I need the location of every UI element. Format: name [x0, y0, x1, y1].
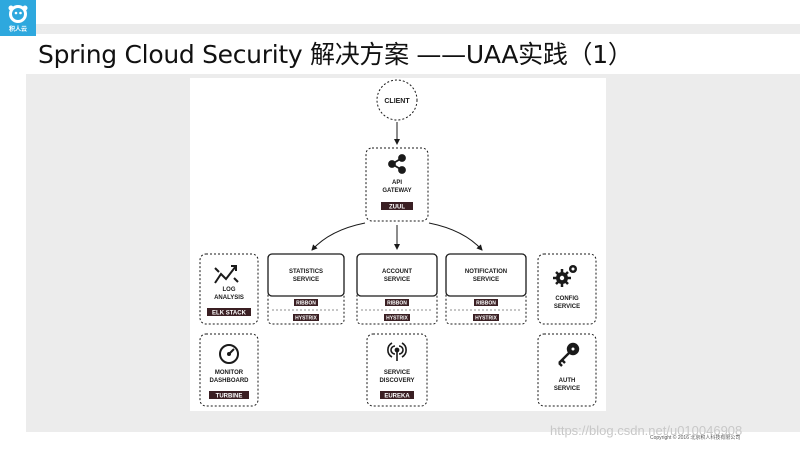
account-label-line2: SERVICE: [384, 277, 410, 283]
notification-label-line2: SERVICE: [473, 277, 499, 283]
monitor-label-line2: DASHBOARD: [210, 378, 250, 384]
gateway-tag: ZUUL: [389, 205, 405, 211]
statistics-service-node: STATISTICS SERVICE RIBBON HYSTRIX: [267, 253, 345, 325]
config-service-node: CONFIG SERVICE: [537, 253, 597, 325]
notification-tag-hystrix: HYSTRIX: [475, 316, 497, 322]
service-discovery-node: SERVICE DISCOVERY EUREKA: [366, 333, 428, 407]
log-tag: ELK STACK: [212, 311, 247, 317]
auth-label-line1: AUTH: [559, 378, 576, 384]
notification-tag-ribbon: RIBBON: [476, 301, 496, 307]
monitor-label-line1: MONITOR: [215, 370, 244, 376]
connector-arrows: [311, 122, 483, 251]
copyright-footer: Copyright © 2016 北京积人科技有限公司: [650, 435, 741, 441]
statistics-tag-ribbon: RIBBON: [296, 301, 316, 307]
notification-service-node: NOTIFICATION SERVICE RIBBON HYSTRIX: [445, 253, 527, 325]
trend-chart-icon: [214, 265, 239, 284]
gateway-label-line1: API: [392, 180, 402, 186]
share-icon: [388, 154, 406, 174]
account-service-node: ACCOUNT SERVICE RIBBON HYSTRIX: [356, 253, 438, 325]
discovery-label-line2: DISCOVERY: [379, 378, 414, 384]
statistics-label-line2: SERVICE: [293, 277, 319, 283]
gateway-label-line2: GATEWAY: [382, 188, 411, 194]
discovery-tag: EUREKA: [384, 394, 410, 400]
auth-service-node: AUTH SERVICE: [537, 333, 597, 407]
statistics-tag-hystrix: HYSTRIX: [295, 316, 317, 322]
log-analysis-node: LOG ANALYSIS ELK STACK: [199, 253, 259, 325]
api-gateway-node: API GATEWAY ZUUL: [365, 147, 429, 222]
statistics-label-line1: STATISTICS: [289, 269, 323, 275]
gears-icon: [553, 265, 577, 287]
url-watermark: https://blog.csdn.net/u010046908: [550, 423, 743, 438]
arrow-gateway-to-notification: [428, 222, 483, 251]
client-node: CLIENT: [376, 79, 418, 121]
gauge-icon: [219, 344, 239, 364]
arrow-gateway-to-statistics: [311, 222, 366, 251]
account-label-line1: ACCOUNT: [382, 269, 412, 275]
config-label-line1: CONFIG: [555, 296, 579, 302]
architecture-diagram: CLIENT API GATEWAY ZUUL LOG ANALYSIS ELK…: [190, 78, 606, 411]
auth-label-line2: SERVICE: [554, 386, 580, 392]
logo-label: 积人云: [9, 25, 27, 33]
client-label: CLIENT: [384, 98, 410, 105]
broadcast-icon: [387, 342, 407, 361]
title-band: [26, 34, 800, 74]
log-label-line2: ANALYSIS: [214, 295, 244, 301]
notification-label-line1: NOTIFICATION: [465, 269, 507, 275]
monitor-dashboard-node: MONITOR DASHBOARD TURBINE: [199, 333, 259, 407]
log-label-line1: LOG: [223, 287, 236, 293]
logo-icon: 积人云: [0, 0, 36, 36]
account-tag-hystrix: HYSTRIX: [386, 316, 408, 322]
monitor-tag: TURBINE: [216, 394, 243, 400]
config-label-line2: SERVICE: [554, 304, 580, 310]
key-icon: [558, 342, 580, 367]
account-tag-ribbon: RIBBON: [387, 301, 407, 307]
slide-title: Spring Cloud Security 解决方案 ——UAA实践（1）: [38, 40, 633, 69]
discovery-label-line1: SERVICE: [384, 370, 410, 376]
